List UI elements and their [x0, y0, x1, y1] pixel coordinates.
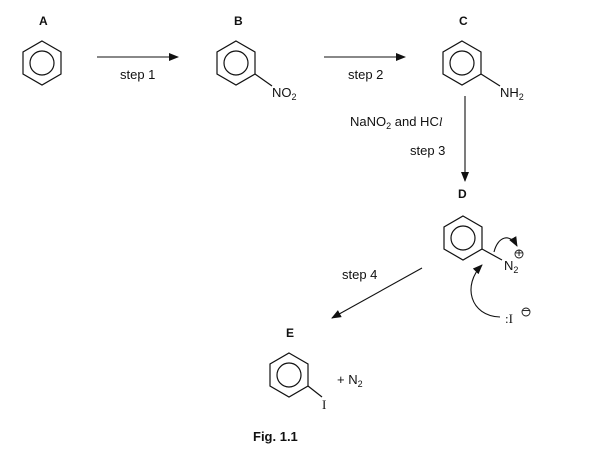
compound-d-label: D [458, 187, 467, 201]
step-3-reagents: NaNO2 and HCl [350, 114, 443, 131]
benzene-ring-a [22, 40, 62, 86]
benzene-ring-d [443, 215, 503, 261]
step-2-label: step 2 [348, 67, 383, 82]
benzene-ring-e [269, 352, 323, 398]
compound-e-label: E [286, 326, 294, 340]
benzene-ring-c [442, 40, 501, 87]
step-3-label: step 3 [410, 143, 445, 158]
step-4-label: step 4 [342, 267, 377, 282]
step-4-arrow [331, 267, 423, 319]
iodide-label: :I [505, 311, 513, 326]
negative-charge-icon: − [521, 303, 531, 318]
nitrogen-byproduct-label: + N2 [337, 372, 363, 389]
svg-text:+: + [515, 245, 523, 260]
compound-c-label: C [459, 14, 468, 28]
figure-caption: Fig. 1.1 [253, 429, 298, 444]
amino-group-label: NH2 [500, 85, 524, 102]
nitro-group-label: NO2 [272, 85, 297, 102]
benzene-ring-b [216, 40, 273, 87]
svg-text:−: − [522, 303, 530, 318]
compound-b-label: B [234, 14, 243, 28]
compound-a-label: A [39, 14, 48, 28]
positive-charge-icon: + [514, 245, 524, 260]
step-1-label: step 1 [120, 67, 155, 82]
curly-arrow-iodide-icon [470, 264, 501, 318]
diazonium-group-label: N2 [504, 258, 518, 275]
iodo-group-label: I [322, 397, 326, 412]
curly-arrow-bond-icon [493, 236, 518, 253]
